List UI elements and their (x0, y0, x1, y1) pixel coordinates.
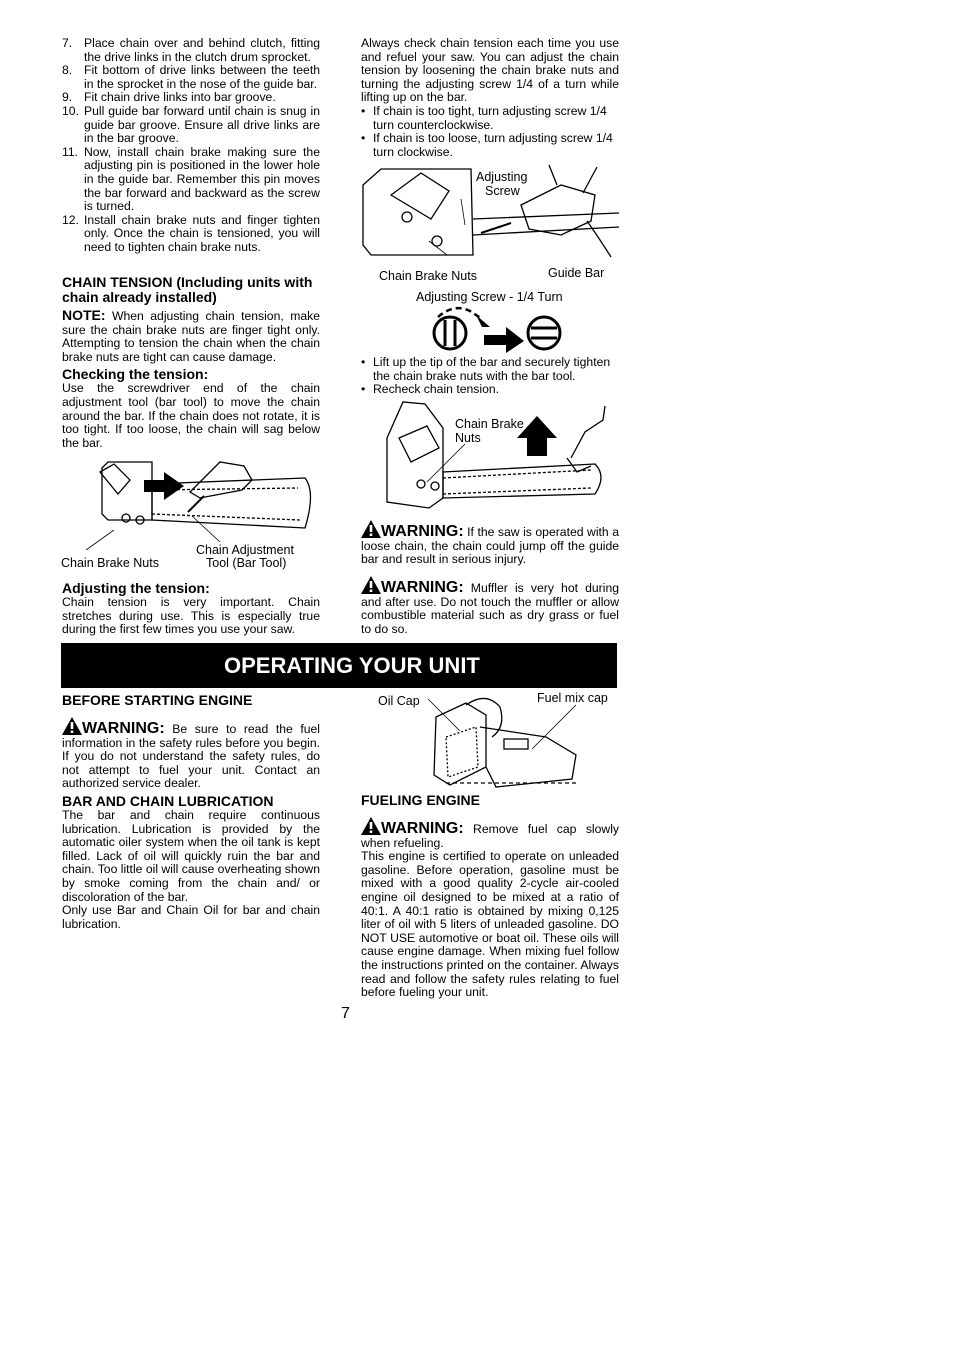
list-item: •If chain is too tight, turn adjusting s… (361, 103, 607, 132)
list-item: •Recheck chain tension. (361, 382, 500, 397)
fig2-label-nuts: Chain Brake Nuts (379, 269, 477, 283)
fig4-label-1: Chain Brake (455, 417, 524, 431)
step-item: 12.Install chain brake nuts and finger t… (62, 212, 320, 254)
tighten-bullets-section: •Lift up the tip of the bar and securely… (361, 355, 619, 397)
lube-text-2: Only use Bar and Chain Oil for bar and c… (62, 903, 320, 931)
fig5-label-fuel: Fuel mix cap (537, 691, 608, 705)
fig1-label-tool-2: Tool (Bar Tool) (206, 556, 287, 570)
arrow-right-icon (476, 315, 490, 327)
chain-tension-check-illustration (85, 461, 312, 551)
step-item: 11.Now, install chain brake making sure … (62, 144, 320, 214)
chain-tension-heading: CHAIN TENSION (Including units with chai… (62, 274, 313, 305)
fueling-text: This engine is certified to operate on u… (361, 849, 619, 1000)
fig1-label-tool-1: Chain Adjustment (196, 543, 294, 557)
warning-loose-chain: WARNING: If the saw is operated with a l… (361, 520, 619, 567)
tighten-bullets: •Lift up the tip of the bar and securely… (361, 355, 619, 397)
fig5-label-oil: Oil Cap (378, 694, 420, 708)
page-number: 7 (341, 1005, 350, 1022)
intro-text: Always check chain tension each time you… (361, 36, 619, 105)
arrow-right-icon (144, 472, 184, 500)
fueling-section: FUELING ENGINE WARNING: Remove fuel cap … (361, 792, 619, 1000)
tension-bullets: •If chain is too tight, turn adjusting s… (361, 103, 619, 159)
warning-triangle-icon (361, 520, 381, 538)
fig4-label-2: Nuts (455, 431, 481, 445)
warning-muffler: WARNING: Muffler is very hot during and … (361, 576, 619, 636)
lube-heading: BAR AND CHAIN LUBRICATION (62, 792, 274, 809)
arrow-up-icon (517, 416, 557, 456)
warning-triangle-icon (361, 817, 381, 835)
checking-text: Use the screwdriver end of the chain adj… (62, 381, 320, 450)
lube-text-1: The bar and chain require continuous lub… (62, 807, 320, 904)
chain-tension-section: CHAIN TENSION (Including units with chai… (62, 275, 320, 450)
lift-bar-illustration (386, 401, 606, 509)
fig1-label-nuts: Chain Brake Nuts (61, 556, 159, 570)
fig2-label-bar: Guide Bar (548, 266, 605, 280)
step-item: 10.Pull guide bar forward until chain is… (62, 103, 320, 146)
warning-triangle-icon (361, 576, 381, 594)
section-banner: OPERATING YOUR UNIT (61, 643, 617, 688)
before-heading: BEFORE STARTING ENGINE (62, 692, 253, 708)
tension-intro: Always check chain tension each time you… (361, 36, 619, 159)
step-item: 8.Fit bottom of drive links between the … (62, 63, 320, 91)
warning-triangle-icon (62, 717, 82, 735)
list-item: •Lift up the tip of the bar and securely… (361, 355, 611, 383)
step-item: 9.Fit chain drive links into bar groove. (62, 90, 276, 105)
step-item: 7.Place chain over and behind clutch, fi… (62, 36, 320, 64)
note-paragraph: NOTE: When adjusting chain tension, make… (62, 307, 320, 364)
arrow-right-icon (484, 327, 524, 353)
adjusting-section: Adjusting the tension: Chain tension is … (62, 581, 320, 637)
fig2-label-screw-1: Adjusting (476, 170, 528, 184)
fig3-caption: Adjusting Screw - 1/4 Turn (416, 290, 563, 304)
before-starting-section: BEFORE STARTING ENGINE WARNING: Be sure … (62, 692, 321, 931)
adjusting-screw-illustration (362, 164, 620, 258)
quarter-turn-illustration (432, 306, 562, 353)
fuel-oil-caps-illustration (427, 697, 577, 788)
fueling-heading: FUELING ENGINE (361, 792, 481, 808)
assembly-steps: 7.Place chain over and behind clutch, fi… (62, 36, 320, 255)
list-item: •If chain is too loose, turn adjusting s… (361, 131, 613, 159)
adjusting-heading: Adjusting the tension: (62, 580, 210, 596)
adjusting-text: Chain tension is very important. Chain s… (62, 595, 320, 637)
banner-title: OPERATING YOUR UNIT (224, 653, 480, 678)
checking-heading: Checking the tension: (62, 366, 209, 383)
fig2-label-screw-2: Screw (485, 184, 520, 198)
